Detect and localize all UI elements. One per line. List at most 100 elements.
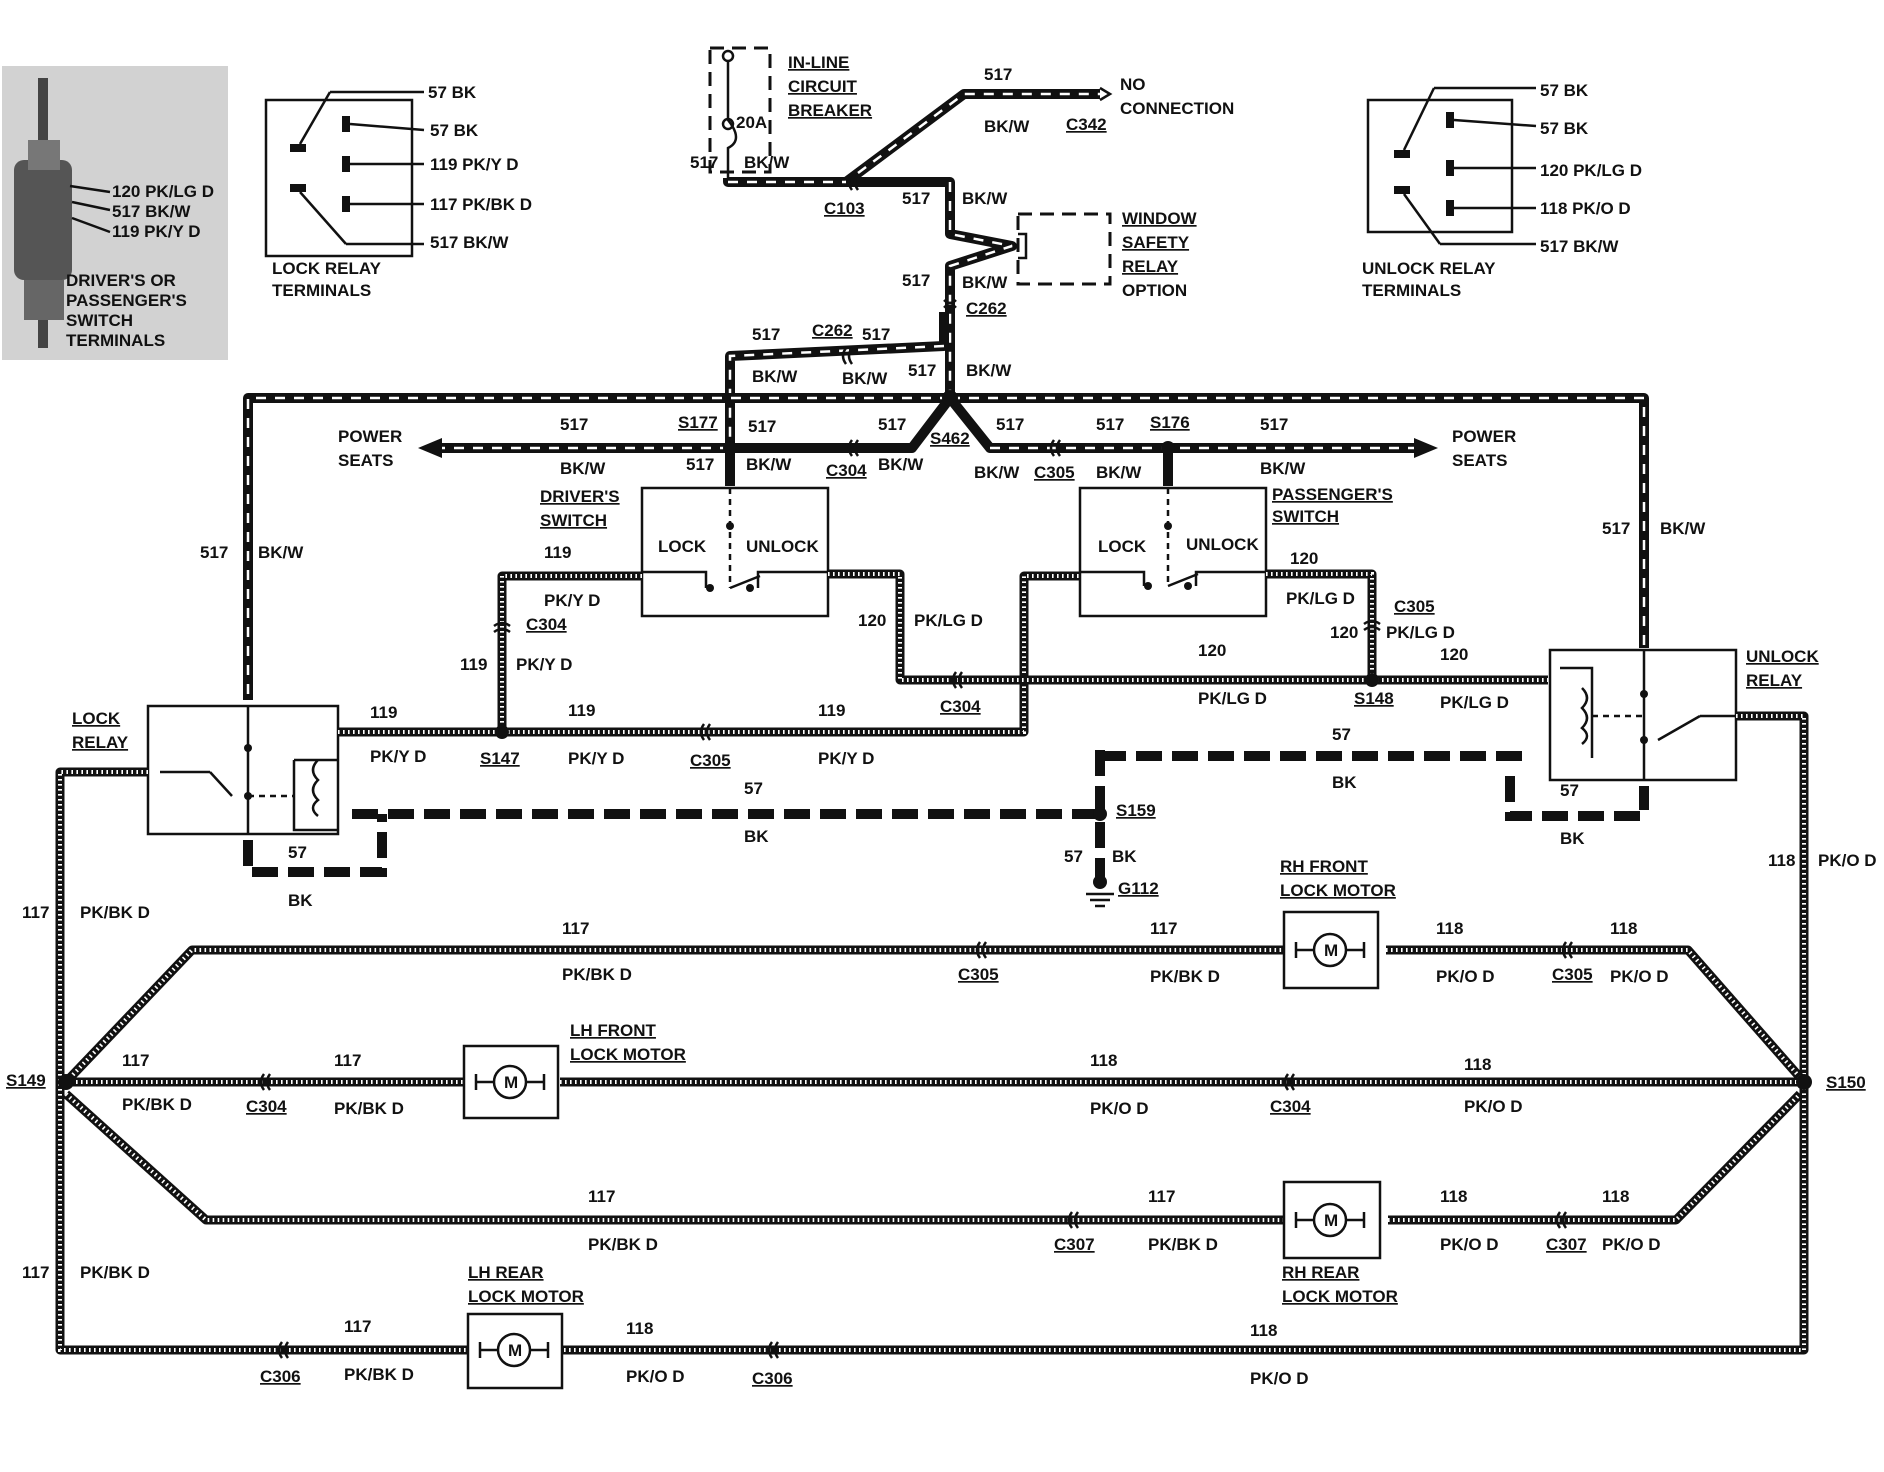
window-safety-relay-label-2: SAFETY [1122,233,1190,252]
circuit-breaker-label-1: IN-LINE [788,53,849,72]
c120-label-4: 120 [1198,641,1226,660]
c57-label-3: 57 [1064,847,1083,866]
circuit-120 [828,569,1548,689]
c118-label-6: 118 [1440,1187,1467,1206]
circuit-breaker-outline [708,46,772,174]
c305-118-connector [1561,941,1568,959]
lock-relay-terminal-pin-4: 117 PK/BK D [430,195,532,214]
c262-label: C262 [966,299,1007,318]
lock-relay-terminals-title-1: LOCK RELAY [272,259,382,278]
passengers-switch-label-2: SWITCH [1272,507,1339,526]
power-seats-left-arrow [418,438,442,458]
circuit-breaker-rating: 20A [736,113,767,132]
c517-label-11: 517 [878,415,906,434]
lh-front-motor-label-1: LH FRONT [570,1021,657,1040]
c57-label-1: 57 [744,779,763,798]
c119-label-2: 119 [460,655,487,674]
bk-label-3: BK [1112,847,1137,866]
window-safety-relay-box [1016,212,1112,286]
pkbk-label-6: PK/BK D [588,1235,658,1254]
switch-terminal-pin-3: 119 PK/Y D [112,222,201,241]
pkbk-label-5: PK/BK D [334,1099,404,1118]
c117-label-7: 117 [1148,1187,1175,1206]
motor-circuits [55,711,1812,1359]
s148-splice [1365,673,1379,687]
c304-119-label: C304 [526,615,567,634]
pko-label-6: PK/O D [1440,1235,1499,1254]
bkw-label-7: BK/W [966,361,1012,380]
bkw-label-9: BK/W [746,455,792,474]
c306-117-label: C306 [260,1367,301,1386]
pkbk-label-3: PK/BK D [1150,967,1220,986]
g112-ground-symbol [1086,875,1114,908]
no-connection-label-1: NO [1120,75,1146,94]
circuit-119 [338,571,1080,741]
drivers-switch-label-1: DRIVER'S [540,487,620,506]
pkbk-label-1: PK/BK D [80,903,150,922]
s159-splice [1093,807,1107,821]
c117-label-8: 117 [22,1263,49,1282]
c117-label-6: 117 [588,1187,615,1206]
bkw-label-6: BK/W [842,369,888,388]
c118-label-3: 118 [1610,919,1637,938]
passengers-switch: LOCK UNLOCK [1078,486,1268,618]
wire-rh-front-motor [62,945,1808,1086]
c304-117-connector [259,1073,266,1091]
pko-label-5: PK/O D [1464,1097,1523,1116]
s177-splice [723,441,737,455]
switch-terminals-title-4: TERMINALS [66,331,165,350]
wire-rh-rear-motor [62,1090,1804,1225]
s150-label: S150 [1826,1073,1866,1092]
c117-label-1: 117 [22,903,49,922]
unlock-relay-terminal-pin-5: 517 BK/W [1540,237,1619,256]
lh-front-lock-motor: M [462,1044,560,1120]
unlock-relay-terminals-title-2: TERMINALS [1362,281,1461,300]
c304-120-label: C304 [940,697,981,716]
c57-label-4: 57 [1332,725,1351,744]
bk-label-4: BK [1332,773,1357,792]
power-seats-left-label-2: SEATS [338,451,393,470]
unlock-relay-terminal-block [1366,98,1514,234]
c305-120-connector [1363,619,1381,626]
c305-117-connector [975,941,982,959]
bkw-label-8: BK/W [560,459,606,478]
unlock-relay-terminals-title-1: UNLOCK RELAY [1362,259,1496,278]
c305-power-connector [1049,439,1056,457]
c305-119-label: C305 [690,751,731,770]
c517-label-10: 517 [686,455,714,474]
lock-relay-label-2: RELAY [72,733,129,752]
c304-power-label: C304 [826,461,867,480]
unlock-relay-terminal-pin-2: 57 BK [1540,119,1589,138]
c342-label: C342 [1066,115,1107,134]
c117-label-9: 117 [344,1317,371,1336]
c118-label-1: 118 [1768,851,1795,870]
switch-terminals-title-3: SWITCH [66,311,133,330]
lh-rear-motor-label-1: LH REAR [468,1263,544,1282]
c307-117-connector [1067,1211,1074,1229]
unlock-relay-terminal-pin-1: 57 BK [1540,81,1589,100]
unlock-relay-label-2: RELAY [1746,671,1803,690]
pko-label-9: PK/O D [1250,1369,1309,1388]
switch-collar [28,140,60,170]
drivers-switch-lock-label: LOCK [658,537,707,556]
pky-label-4: PK/Y D [568,749,624,768]
c305-power-label: C305 [1034,463,1075,482]
c118-label-5: 118 [1464,1055,1491,1074]
bkw-label-14: BK/W [258,543,304,562]
bkw-label-12: BK/W [1096,463,1142,482]
c305-119-connector [699,723,706,741]
connector-labels: C103 C342 C262 C262 C304 C305 C304 C305 … [6,115,1866,1388]
drivers-switch: LOCK UNLOCK [640,486,830,618]
s177-label: S177 [678,413,718,432]
c119-label-1: 119 [544,543,571,562]
unlock-relay-label-1: UNLOCK [1746,647,1819,666]
bkw-label-13: BK/W [1260,459,1306,478]
c304-117-label: C304 [246,1097,287,1116]
power-seats-left-label-1: POWER [338,427,402,446]
c517-label-1: 517 [984,65,1012,84]
c117-label-5: 117 [334,1051,361,1070]
component-labels: IN-LINE CIRCUIT BREAKER 20A NO CONNECTIO… [72,53,1819,1306]
unlock-relay-terminals-inset: 57 BK 57 BK 120 PK/LG D 118 PK/O D 517 B… [1362,81,1642,300]
power-seats-right-label-2: SEATS [1452,451,1507,470]
lock-relay-terminals-inset: 57 BK 57 BK 119 PK/Y D 117 PK/BK D 517 B… [264,83,532,300]
